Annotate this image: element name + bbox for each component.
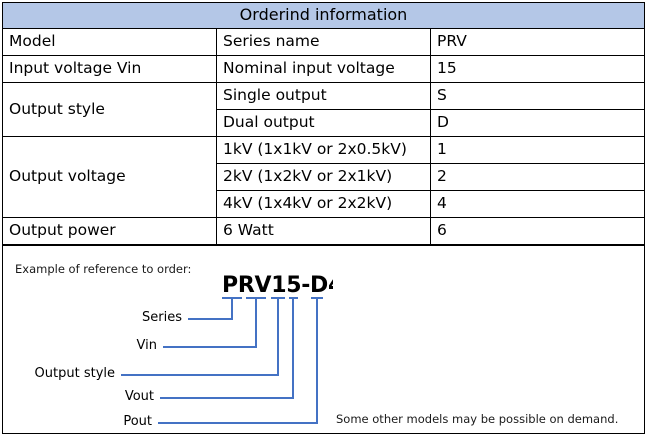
cell-description: 4kV (1x4kV or 2x2kV)	[216, 190, 431, 218]
table-row: Output power 6 Watt 6	[2, 217, 645, 245]
cell-description: Series name	[216, 28, 431, 56]
cell-code: 2	[430, 163, 645, 191]
cell-description: 6 Watt	[216, 217, 431, 245]
table-title: Orderind information	[2, 2, 645, 29]
leader-label-output-style: Output style	[34, 366, 115, 381]
ordering-information-table: Orderind information Model Series name P…	[2, 2, 645, 245]
example-model-string: PRV15-D4-6W	[222, 273, 333, 298]
cell-code: 6	[430, 217, 645, 245]
leader-label-series: Series	[142, 310, 182, 325]
cell-description: 2kV (1x2kV or 2x1kV)	[216, 163, 431, 191]
cell-code: 1	[430, 136, 645, 164]
cell-parameter: Input voltage Vin	[2, 55, 217, 83]
example-footnote: Some other models may be possible on dem…	[336, 412, 619, 426]
leader-label-pout: Pout	[123, 414, 152, 429]
table-row: 2kV (1x2kV or 2x1kV) 2	[3, 163, 645, 191]
cell-description: Single output	[216, 82, 431, 110]
cell-code: D	[430, 109, 645, 137]
leader-label-vout: Vout	[124, 389, 154, 404]
leader-line-vin	[163, 298, 257, 348]
cell-description: 1kV (1x1kV or 2x0.5kV)	[216, 136, 431, 164]
leader-line-series	[188, 298, 233, 320]
table-row: Input voltage Vin Nominal input voltage …	[2, 55, 645, 83]
cell-code: PRV	[430, 28, 645, 56]
cell-code: 4	[430, 190, 645, 218]
table-row: Model Series name PRV	[2, 28, 645, 56]
cell-description: Nominal input voltage	[216, 55, 431, 83]
table-row: 4kV (1x4kV or 2x2kV) 4	[3, 190, 645, 218]
example-panel: Example of reference to order: PRV15-D4-…	[2, 245, 645, 434]
example-caption: Example of reference to order:	[15, 262, 192, 276]
cell-parameter: Output voltage	[2, 136, 217, 218]
leader-lines-diagram	[121, 297, 323, 424]
table-row: Output style Single output S	[2, 82, 645, 137]
leader-line-output-style	[121, 298, 279, 376]
table-row: Dual output D	[3, 109, 645, 137]
leader-label-vin: Vin	[136, 338, 157, 353]
table-title-row: Orderind information	[2, 2, 645, 29]
leader-line-pout	[158, 298, 318, 424]
cell-code: 15	[430, 55, 645, 83]
cell-parameter: Output power	[2, 217, 217, 245]
cell-parameter: Model	[2, 28, 217, 56]
leader-line-vout	[160, 298, 294, 399]
cell-description: Dual output	[216, 109, 431, 137]
cell-parameter: Output style	[2, 82, 217, 137]
cell-code: S	[430, 82, 645, 110]
table-row: Output voltage 1kV (1x1kV or 2x0.5kV) 1	[2, 136, 645, 218]
